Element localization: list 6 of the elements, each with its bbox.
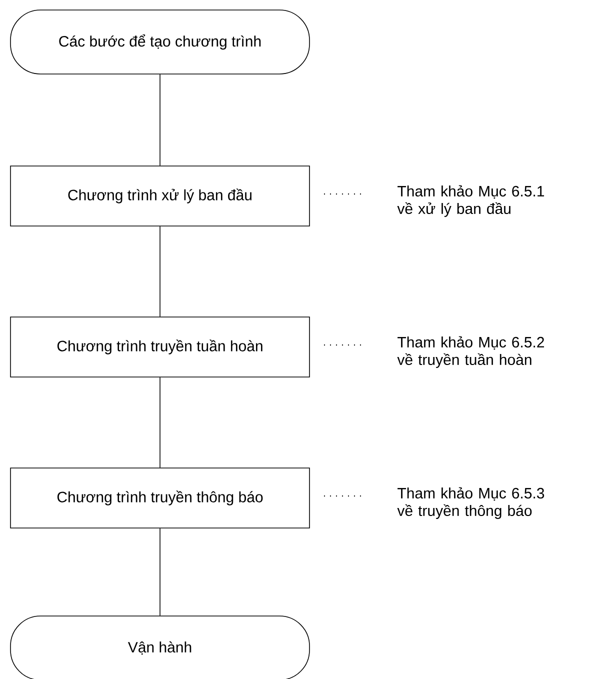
process-box: Chương trình truyền thông báo — [10, 468, 310, 528]
process-box: Chương trình truyền tuần hoàn — [10, 316, 310, 378]
reference-note: Tham khảo Mục 6.5.1 về xử lý ban đầu — [397, 185, 544, 217]
reference-note: Tham khảo Mục 6.5.2 về truyền tuần hoàn — [397, 336, 544, 368]
reference-note: Tham khảo Mục 6.5.3 về truyền thông báo — [397, 487, 544, 519]
process-box: Chương trình xử lý ban đầu — [10, 166, 310, 226]
